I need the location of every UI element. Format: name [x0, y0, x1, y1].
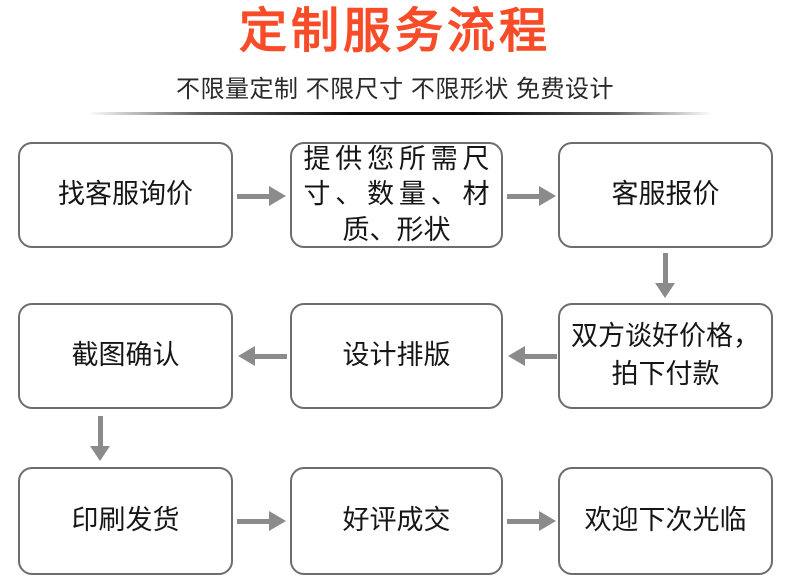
arrow-right-icon	[237, 186, 286, 206]
step-label: 好评成交	[342, 505, 451, 536]
step-box-contact-service: 找客服询价	[18, 142, 233, 248]
step-box-quote: 客服报价	[558, 142, 773, 248]
step-label: 双方谈好价格， 拍下付款	[571, 321, 760, 389]
page-subtitle: 不限量定制 不限尺寸 不限形状 免费设计	[175, 76, 614, 103]
step-label: 印刷发货	[71, 505, 180, 536]
page-title: 定制服务流程	[238, 5, 551, 58]
arrow-down-icon	[655, 253, 675, 298]
arrow-left-icon	[508, 346, 557, 366]
step-label: 提供您所需尺寸、数量、材质、形状	[303, 144, 490, 245]
step-label: 欢迎下次光临	[584, 505, 747, 536]
step-box-positive-review: 好评成交	[290, 467, 503, 575]
arrow-right-icon	[237, 511, 286, 531]
step-box-design-layout: 设计排版	[290, 303, 503, 409]
step-box-print-ship: 印刷发货	[18, 467, 233, 575]
arrow-left-icon	[238, 346, 287, 366]
arrow-right-icon	[507, 511, 556, 531]
step-label: 截图确认	[71, 340, 180, 371]
step-label: 设计排版	[342, 340, 451, 371]
step-box-screenshot-confirm: 截图确认	[18, 303, 233, 409]
arrow-right-icon	[507, 186, 556, 206]
step-label: 找客服询价	[58, 179, 193, 210]
step-box-agree-pay: 双方谈好价格， 拍下付款	[558, 303, 773, 409]
step-box-welcome-back: 欢迎下次光临	[558, 467, 773, 575]
arrow-down-icon	[90, 416, 110, 461]
step-box-requirements: 提供您所需尺寸、数量、材质、形状	[290, 142, 503, 248]
step-label: 客服报价	[611, 179, 720, 210]
divider-line	[88, 112, 712, 115]
